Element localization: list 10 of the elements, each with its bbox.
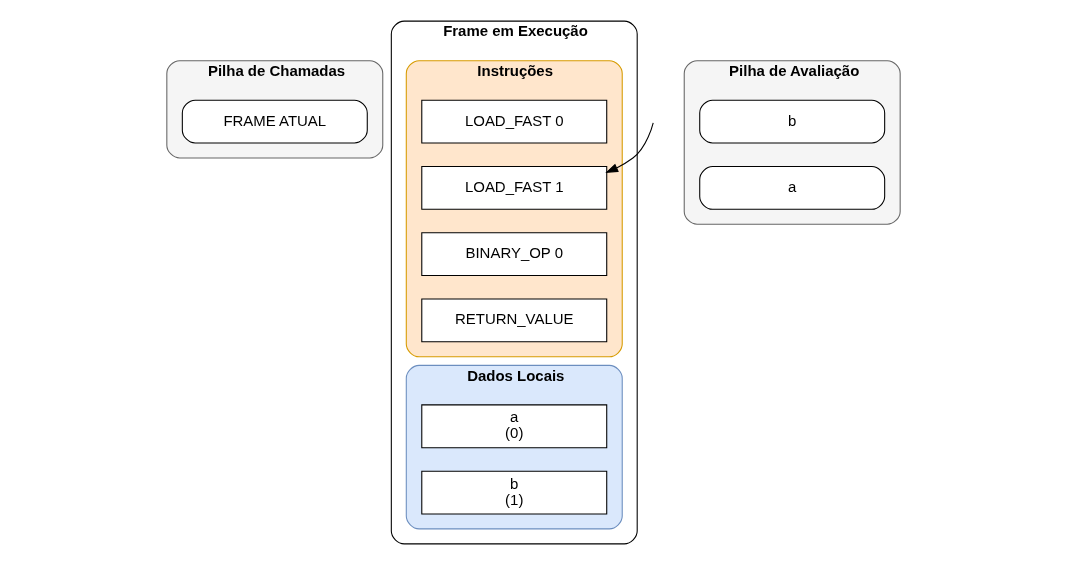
- node-box: LOAD_FAST 0: [421, 99, 608, 144]
- node-box: FRAME ATUAL: [181, 99, 368, 144]
- node-box: BINARY_OP 0: [421, 232, 608, 277]
- node-box: LOAD_FAST 1: [421, 165, 608, 210]
- node-box: RETURN_VALUE: [421, 298, 608, 343]
- node-box: a: [699, 165, 886, 210]
- arrow: [605, 122, 654, 174]
- node-box: b (1): [421, 470, 608, 515]
- node-box: b: [699, 99, 886, 144]
- node-box: a (0): [421, 404, 608, 449]
